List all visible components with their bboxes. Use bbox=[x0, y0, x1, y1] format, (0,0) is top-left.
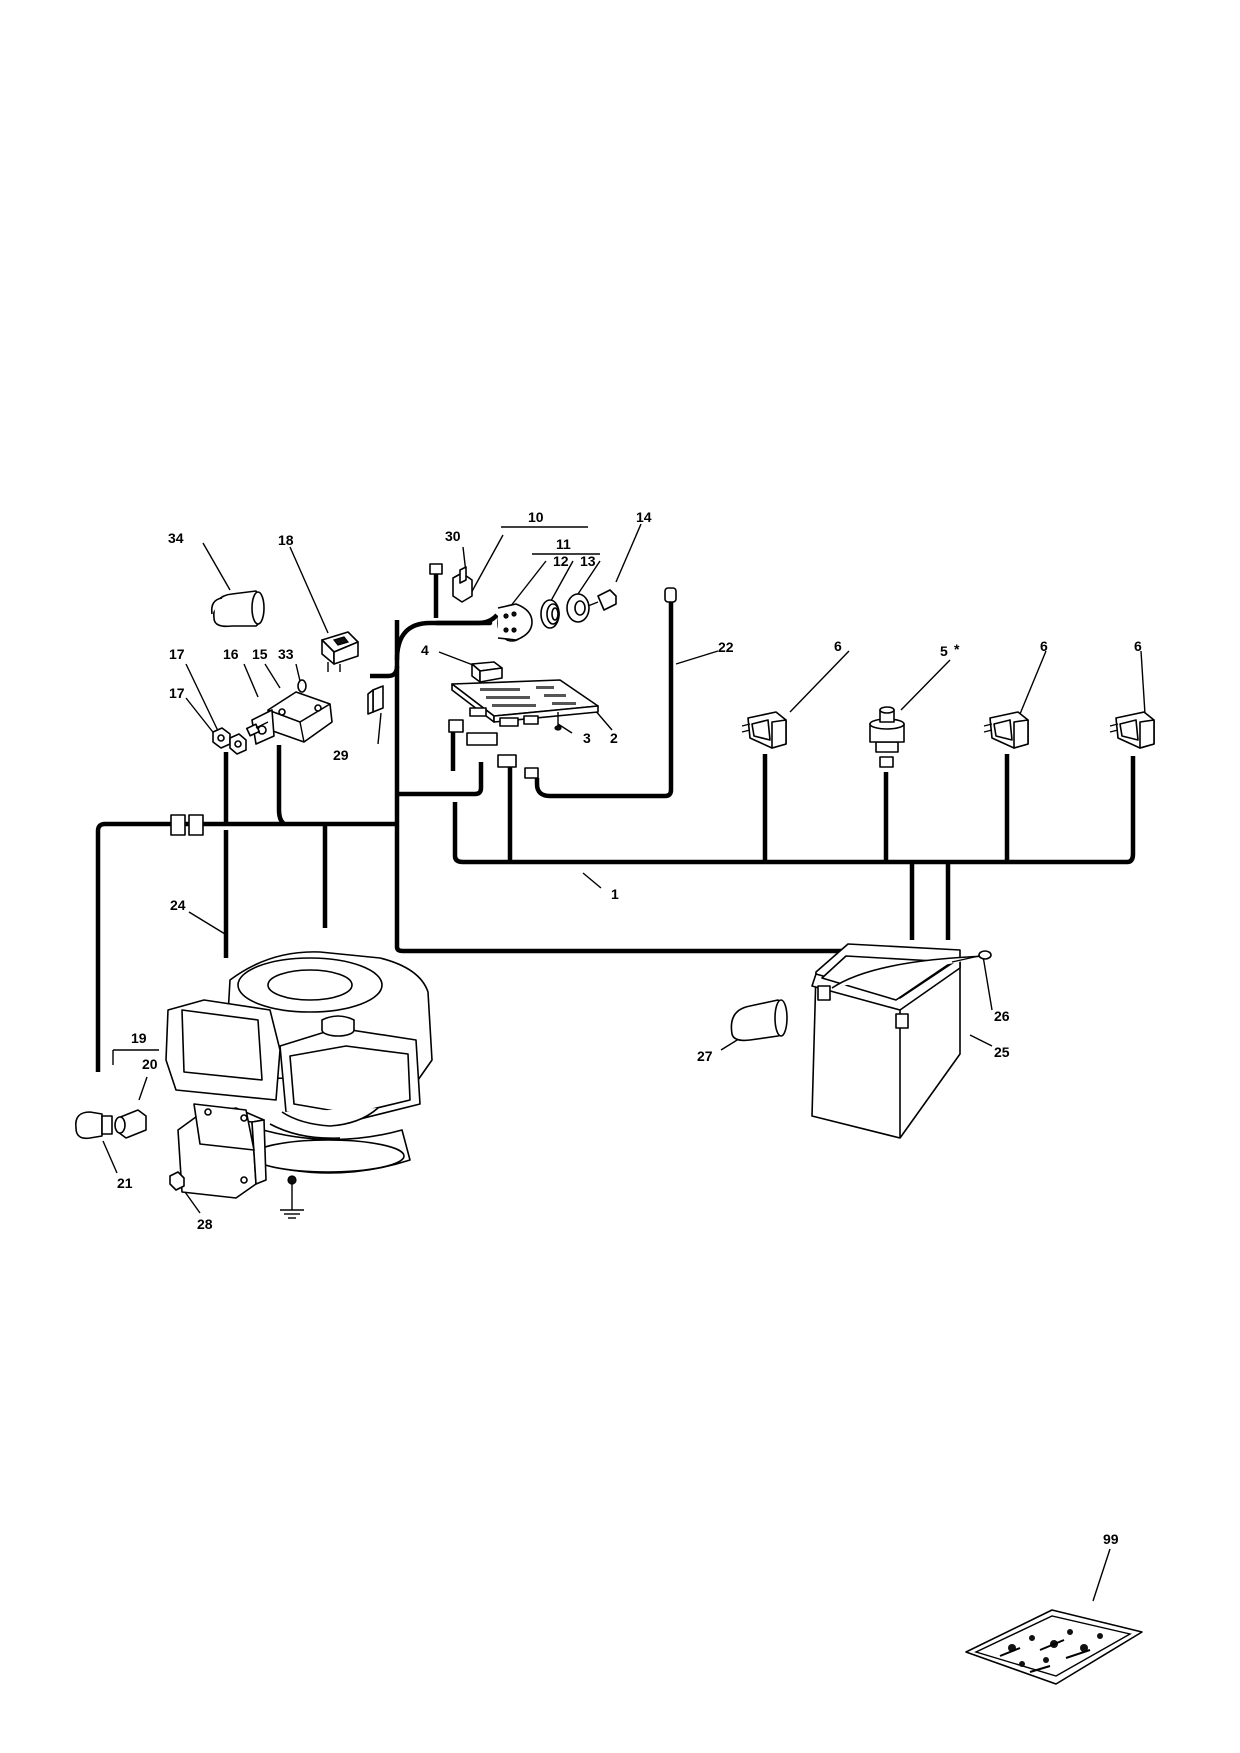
nuts-17-icon bbox=[212, 727, 247, 755]
fuse-4-icon bbox=[471, 661, 503, 683]
callout-5: 5 bbox=[940, 643, 948, 659]
connector-22-end bbox=[664, 587, 677, 603]
ground-symbol-icon bbox=[280, 1175, 304, 1219]
battery-cable-26-icon bbox=[951, 950, 992, 963]
callout-33: 33 bbox=[278, 646, 294, 662]
callout-14: 14 bbox=[636, 509, 652, 525]
rocker-switch-18-icon bbox=[321, 631, 359, 672]
connector-top bbox=[429, 563, 443, 575]
switch-6b-icon bbox=[983, 711, 1029, 749]
nut-ring-13-icon bbox=[566, 593, 590, 623]
nut-28-icon bbox=[169, 1171, 185, 1191]
callout-26: 26 bbox=[994, 1008, 1010, 1024]
solenoid-15-icon bbox=[251, 691, 333, 745]
callout-13: 13 bbox=[580, 553, 596, 569]
callout-15: 15 bbox=[252, 646, 268, 662]
clip-29-icon bbox=[367, 685, 384, 715]
callout-99: 99 bbox=[1103, 1531, 1119, 1547]
callout-34: 34 bbox=[168, 530, 184, 546]
connector-left-a bbox=[170, 814, 186, 836]
nut-33-icon bbox=[297, 679, 307, 693]
boot-cap-34-icon bbox=[210, 590, 265, 628]
callout-21: 21 bbox=[117, 1175, 133, 1191]
connector-left-b bbox=[188, 814, 204, 836]
callout-29: 29 bbox=[333, 747, 349, 763]
callout-30: 30 bbox=[445, 528, 461, 544]
wiring-harness bbox=[95, 572, 1136, 1072]
callout-16: 16 bbox=[223, 646, 239, 662]
sensor-switch-5-icon bbox=[869, 706, 905, 753]
switch-6a-icon bbox=[741, 711, 787, 749]
callout-24: 24 bbox=[170, 897, 186, 913]
callout-6b: 6 bbox=[1040, 638, 1048, 654]
ignition-switch-10-icon bbox=[497, 603, 533, 642]
callout-27: 27 bbox=[697, 1048, 713, 1064]
callout-17b: 17 bbox=[169, 685, 185, 701]
screw-3-icon bbox=[554, 712, 562, 731]
bulb-21-icon bbox=[74, 1111, 113, 1140]
engine-24-icon bbox=[165, 951, 433, 1199]
callout-18: 18 bbox=[278, 532, 294, 548]
callout-25: 25 bbox=[994, 1044, 1010, 1060]
callout-2: 2 bbox=[610, 730, 618, 746]
callout-labels: 1 2 3 4 5 * 6 6 6 10 11 12 13 14 15 16 1… bbox=[117, 509, 1142, 1547]
connector-board-c bbox=[497, 754, 517, 768]
connector-board-a bbox=[448, 719, 464, 733]
callout-12: 12 bbox=[553, 553, 569, 569]
callout-5-asterisk: * bbox=[954, 641, 960, 657]
callout-6a: 6 bbox=[834, 638, 842, 654]
callout-20: 20 bbox=[142, 1056, 158, 1072]
callout-6c: 6 bbox=[1134, 638, 1142, 654]
hardware-bag-99-icon bbox=[965, 1609, 1143, 1685]
callout-11: 11 bbox=[556, 536, 571, 552]
callout-3: 3 bbox=[583, 730, 591, 746]
callout-22: 22 bbox=[718, 639, 734, 655]
connector-board-d bbox=[524, 767, 539, 779]
bulb-holder-20-icon bbox=[114, 1109, 147, 1139]
control-board-2-icon bbox=[451, 679, 599, 727]
switch-6c-icon bbox=[1109, 711, 1155, 749]
callout-28: 28 bbox=[197, 1216, 213, 1232]
callout-19: 19 bbox=[131, 1030, 147, 1046]
callout-17a: 17 bbox=[169, 646, 185, 662]
cable-clip-30-icon bbox=[452, 566, 473, 603]
bolt-16-icon bbox=[245, 721, 269, 737]
callout-1: 1 bbox=[611, 886, 619, 902]
leader-lines bbox=[102, 523, 1146, 1602]
battery-25-icon bbox=[811, 943, 989, 1139]
connector-sensor bbox=[879, 756, 894, 768]
callout-4: 4 bbox=[421, 642, 429, 658]
key-14-icon bbox=[587, 589, 617, 611]
callout-10: 10 bbox=[528, 509, 544, 525]
spring-12-icon bbox=[540, 599, 560, 629]
connector-board-b bbox=[466, 732, 498, 746]
battery-cap-27-icon bbox=[730, 999, 788, 1042]
harness-connectors bbox=[170, 563, 894, 836]
